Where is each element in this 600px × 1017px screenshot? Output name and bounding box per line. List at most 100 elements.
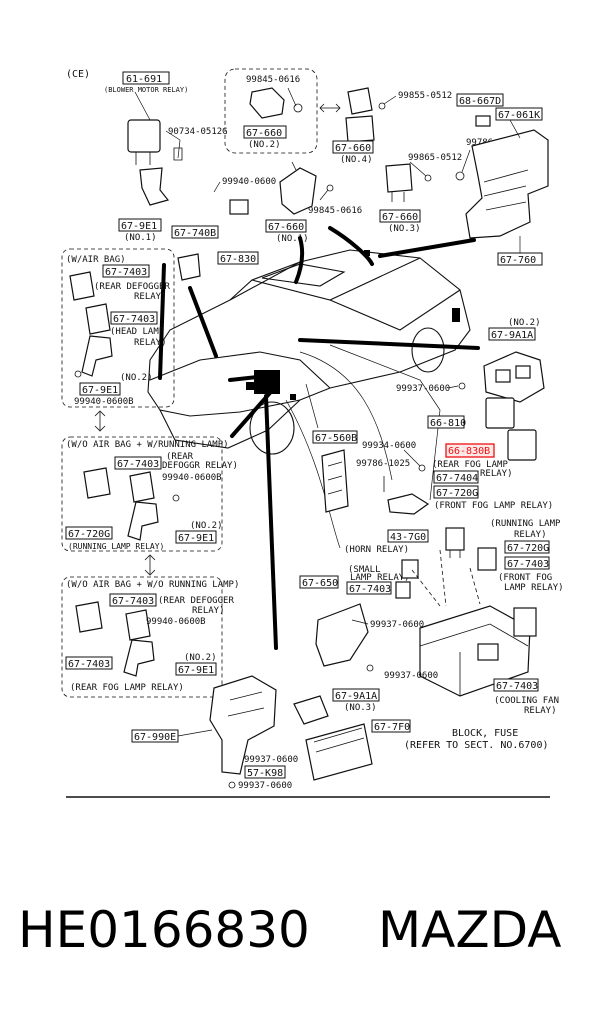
no3-label-a: (NO.3) <box>388 224 421 234</box>
connector-part <box>229 199 249 215</box>
leader-line <box>287 87 297 107</box>
running-lamp-relay-a: (RUNNING LAMP RELAY) <box>68 542 164 551</box>
parts-diagram: (CE) 61-691 (BLOWER MOTOR RELAY) 90734-0… <box>61 68 564 798</box>
bolt-99940-f: 99940-0600B <box>146 617 206 627</box>
label-box <box>243 125 287 139</box>
label-box <box>427 415 465 429</box>
relay-word-c: RELAY) <box>480 469 513 479</box>
bracket-slot <box>495 369 511 383</box>
bolt-part <box>228 781 236 789</box>
label-box <box>504 540 550 554</box>
part-number-67-9A1A-a: 67-9A1A <box>491 330 533 341</box>
bracket-67-650-part <box>315 603 369 667</box>
label-box <box>493 678 539 692</box>
fuse-block-part <box>419 605 531 697</box>
no2-label-d: (NO.2) <box>190 521 223 531</box>
bolt-99937-bot-a: 99937-0600 <box>244 755 298 765</box>
label-box <box>122 71 170 85</box>
no2-label-c: (NO.2) <box>508 318 541 328</box>
label-box <box>433 485 479 499</box>
bracket-part <box>127 501 159 541</box>
dashed-group <box>224 68 318 154</box>
leader-line <box>509 119 521 139</box>
label-box <box>118 218 162 232</box>
bolt-part <box>424 174 432 182</box>
module-ribs <box>327 461 343 495</box>
lamp-relay-c: LAMP RELAY) <box>350 573 410 583</box>
head-lamp-relay-part <box>85 303 111 335</box>
label-box <box>332 140 374 154</box>
rear-relay-location <box>452 308 460 322</box>
relay-location-mark <box>246 382 254 390</box>
highlighted-part-66-830B <box>445 443 495 458</box>
part-number-67-660-c: 67-660 <box>268 222 304 233</box>
no1-label-b: (NO.1) <box>276 234 309 244</box>
connector-9A1A-part <box>293 695 329 725</box>
interchange-arrow <box>144 554 156 576</box>
label-box <box>456 93 504 107</box>
part-number-67-7403-f: 67-7403 <box>112 596 154 607</box>
part-number-67-720G-c: 67-720G <box>507 543 549 554</box>
relay-part <box>445 527 465 551</box>
label-box <box>217 251 259 265</box>
bolt-99855: 99855-0512 <box>398 91 452 101</box>
bracket-part <box>123 639 155 677</box>
relay-tab <box>291 161 297 171</box>
front-fog-relay-a: (FRONT FOG LAMP RELAY) <box>434 501 553 511</box>
dashed-group-running-lamp <box>61 436 223 552</box>
no3-label-b: (NO.3) <box>344 703 377 713</box>
leader-line <box>177 729 213 737</box>
label-box <box>488 327 536 341</box>
bolt-part <box>455 171 465 181</box>
part-number-67-560B: 67-560B <box>315 433 357 444</box>
bolt-part <box>458 382 466 390</box>
label-box <box>114 456 162 470</box>
bolt-part <box>326 184 334 192</box>
small-label: (SMALL <box>348 565 381 575</box>
dashed-group-no-running-lamp <box>61 576 223 698</box>
label-box <box>346 581 392 595</box>
bolt-99845-mid: 99845-0616 <box>308 206 362 216</box>
part-number-67-7403-a: 67-7403 <box>105 267 147 278</box>
cooling-fan-label: (COOLING FAN <box>494 696 559 706</box>
horn-relay-part <box>401 559 419 579</box>
w-air-bag-label: (W/AIR BAG) <box>66 255 126 265</box>
front-fog-b: (FRONT FOG <box>498 573 552 583</box>
label-box <box>175 530 217 544</box>
rear-defogger-relay-part <box>69 271 95 301</box>
caption: HE0166830 MAZDA <box>0 895 600 985</box>
bracket-slot <box>515 365 531 379</box>
label-box <box>102 264 150 278</box>
leader-thick <box>230 384 278 438</box>
leader-thick <box>378 238 476 258</box>
part-number-66-810: 66-810 <box>430 418 466 429</box>
part-number-67-7403-g: 67-7403 <box>68 659 110 670</box>
relay-no1-part <box>279 167 317 215</box>
relay-pins <box>449 550 461 558</box>
part-number-67-660-b: 67-660 <box>335 143 371 154</box>
blower-relay-part <box>127 119 161 153</box>
dashed-group-air-bag <box>61 248 175 408</box>
running-lamp-b: (RUNNING LAMP <box>490 519 561 529</box>
part-number-67-740B: 67-740B <box>174 228 216 239</box>
leader-line <box>319 189 329 201</box>
car-hood <box>149 351 331 389</box>
bottom-bracket-part <box>209 675 277 775</box>
bolt-99937-bot-b: 99937-0600 <box>238 781 292 791</box>
fuse-block-edges <box>419 623 529 696</box>
part-number-67-760: 67-760 <box>500 255 536 266</box>
car-front-bumper <box>159 399 301 449</box>
wo-airbag-wo-running-label: (W/O AIR BAG + W/O RUNNING LAMP) <box>66 580 239 590</box>
part-number-67-9E1-c: 67-9E1 <box>178 533 214 544</box>
defogger-relay-c: DEFOGGR RELAY) <box>162 461 238 471</box>
label-box <box>504 556 550 570</box>
bolt-99940-top: 99940-0600 <box>222 177 276 187</box>
leader-line <box>447 385 459 389</box>
part-number-67-9E1-b: 67-9E1 <box>82 385 118 396</box>
part-number-66-830B: 66-830B <box>448 446 490 457</box>
no4-label: (NO.4) <box>340 155 373 165</box>
relay-pins <box>135 152 151 165</box>
no2-label-f: (NO.2) <box>184 653 217 663</box>
rear-defogger-f: (REAR DEFOGGER <box>158 596 234 606</box>
bolt-part <box>378 102 386 110</box>
